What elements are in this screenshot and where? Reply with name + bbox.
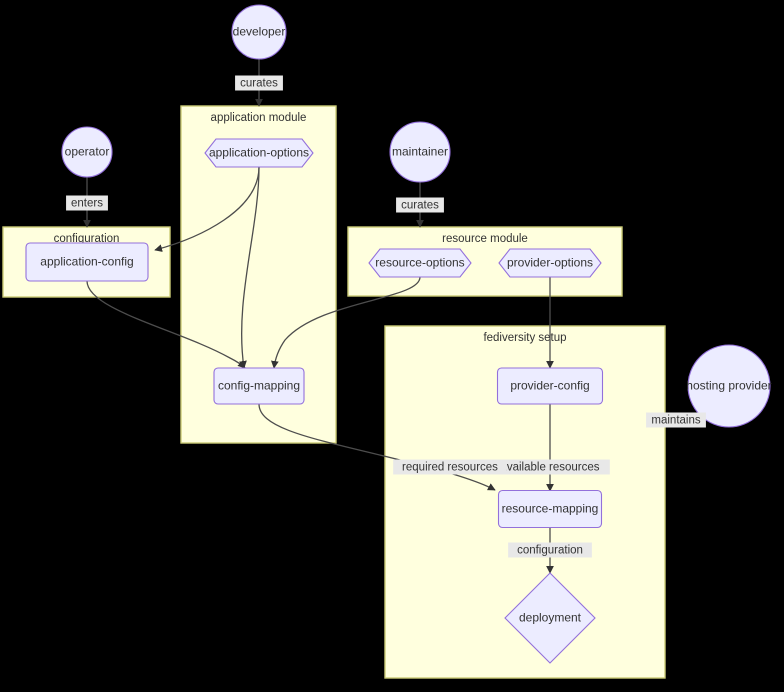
edge-resource-options-to-config-mapping bbox=[271, 276, 421, 369]
node-label-application-options: application-options bbox=[209, 146, 309, 160]
node-shape-hosting-provider[interactable] bbox=[687, 344, 771, 428]
node-shape-operator[interactable] bbox=[61, 126, 113, 178]
cluster-label-resource-module: resource module bbox=[442, 233, 528, 245]
node-label-hosting-provider: hosting provider bbox=[686, 379, 771, 393]
edge-label-text-provider-config-to-resource-mapping: available resources bbox=[500, 462, 599, 474]
node-developer[interactable]: developer bbox=[231, 4, 287, 60]
node-application-options[interactable]: application-options bbox=[204, 138, 314, 168]
edge-application-options-to-application-config bbox=[154, 166, 260, 252]
edge-label-provider-config-to-resource-mapping: available resources bbox=[490, 459, 610, 475]
node-shape-developer[interactable] bbox=[231, 4, 287, 60]
node-maintainer[interactable]: maintainer bbox=[389, 121, 451, 183]
node-label-maintainer: maintainer bbox=[392, 145, 448, 159]
node-config-mapping[interactable]: config-mapping bbox=[213, 367, 305, 405]
edge-label-bg-provider-config-to-resource-mapping bbox=[490, 459, 610, 475]
node-shape-application-options[interactable] bbox=[204, 138, 314, 168]
node-label-config-mapping: config-mapping bbox=[218, 379, 300, 393]
node-shape-application-config[interactable] bbox=[25, 242, 149, 282]
node-resource-options[interactable]: resource-options bbox=[368, 248, 472, 278]
node-label-operator: operator bbox=[65, 145, 110, 159]
edge-label-bg-config-mapping-to-resource-mapping bbox=[393, 459, 507, 475]
node-shape-provider-options[interactable] bbox=[498, 248, 602, 278]
node-label-developer: developer bbox=[233, 25, 286, 39]
edge-label-developer-to-application-module: curates bbox=[235, 75, 283, 91]
edge-label-maintainer-to-resource-module: curates bbox=[396, 197, 444, 213]
node-shape-resource-options[interactable] bbox=[368, 248, 472, 278]
node-provider-config[interactable]: provider-config bbox=[496, 367, 604, 405]
node-shape-provider-config[interactable] bbox=[496, 367, 604, 405]
cluster-label-fediversity-setup: fediversity setup bbox=[483, 332, 566, 344]
node-label-resource-options: resource-options bbox=[375, 256, 464, 270]
node-label-provider-options: provider-options bbox=[507, 256, 593, 270]
edge-label-bg-maintainer-to-resource-module bbox=[396, 197, 444, 213]
node-resource-mapping[interactable]: resource-mapping bbox=[497, 489, 603, 529]
edge-label-resource-mapping-to-deployment: configuration bbox=[508, 542, 592, 558]
edge-label-bg-hosting-provider-to-fediversity-setup bbox=[646, 412, 706, 428]
edge-label-text-resource-mapping-to-deployment: configuration bbox=[517, 545, 583, 557]
edge-label-text-hosting-provider-to-fediversity-setup: maintains bbox=[651, 415, 700, 427]
node-operator[interactable]: operator bbox=[61, 126, 113, 178]
node-label-deployment: deployment bbox=[519, 611, 582, 625]
edge-application-config-to-config-mapping bbox=[86, 280, 246, 369]
node-application-config[interactable]: application-config bbox=[25, 242, 149, 282]
edge-label-text-developer-to-application-module: curates bbox=[240, 78, 278, 90]
edge-label-text-config-mapping-to-resource-mapping: required resources bbox=[402, 462, 498, 474]
node-shape-config-mapping[interactable] bbox=[213, 367, 305, 405]
node-label-provider-config: provider-config bbox=[510, 379, 589, 393]
node-label-resource-mapping: resource-mapping bbox=[502, 502, 599, 516]
edge-label-operator-to-configuration: enters bbox=[66, 195, 108, 211]
edge-application-options-to-config-mapping bbox=[239, 166, 260, 369]
edge-label-hosting-provider-to-fediversity-setup: maintains bbox=[646, 412, 706, 428]
cluster-label-application-module: application module bbox=[211, 112, 307, 124]
edge-label-bg-developer-to-application-module bbox=[235, 75, 283, 91]
node-group: developer operator maintainer hosting provi… bbox=[25, 4, 772, 664]
node-label-application-config: application-config bbox=[40, 255, 133, 269]
node-shape-resource-mapping[interactable] bbox=[497, 489, 603, 529]
edge-config-mapping-to-resource-mapping bbox=[258, 403, 496, 491]
edge-label-config-mapping-to-resource-mapping: required resources bbox=[393, 459, 507, 475]
node-deployment[interactable]: deployment bbox=[504, 572, 596, 664]
edge-label-text-operator-to-configuration: enters bbox=[71, 198, 103, 210]
edge-label-bg-operator-to-configuration bbox=[66, 195, 108, 211]
node-hosting-provider[interactable]: hosting provider bbox=[686, 344, 772, 428]
cluster-label-configuration: configuration bbox=[54, 233, 120, 245]
edge-label-bg-resource-mapping-to-deployment bbox=[508, 542, 592, 558]
edge-label-text-maintainer-to-resource-module: curates bbox=[401, 200, 439, 212]
node-provider-options[interactable]: provider-options bbox=[498, 248, 602, 278]
node-shape-maintainer[interactable] bbox=[389, 121, 451, 183]
node-shape-deployment[interactable] bbox=[504, 572, 596, 664]
